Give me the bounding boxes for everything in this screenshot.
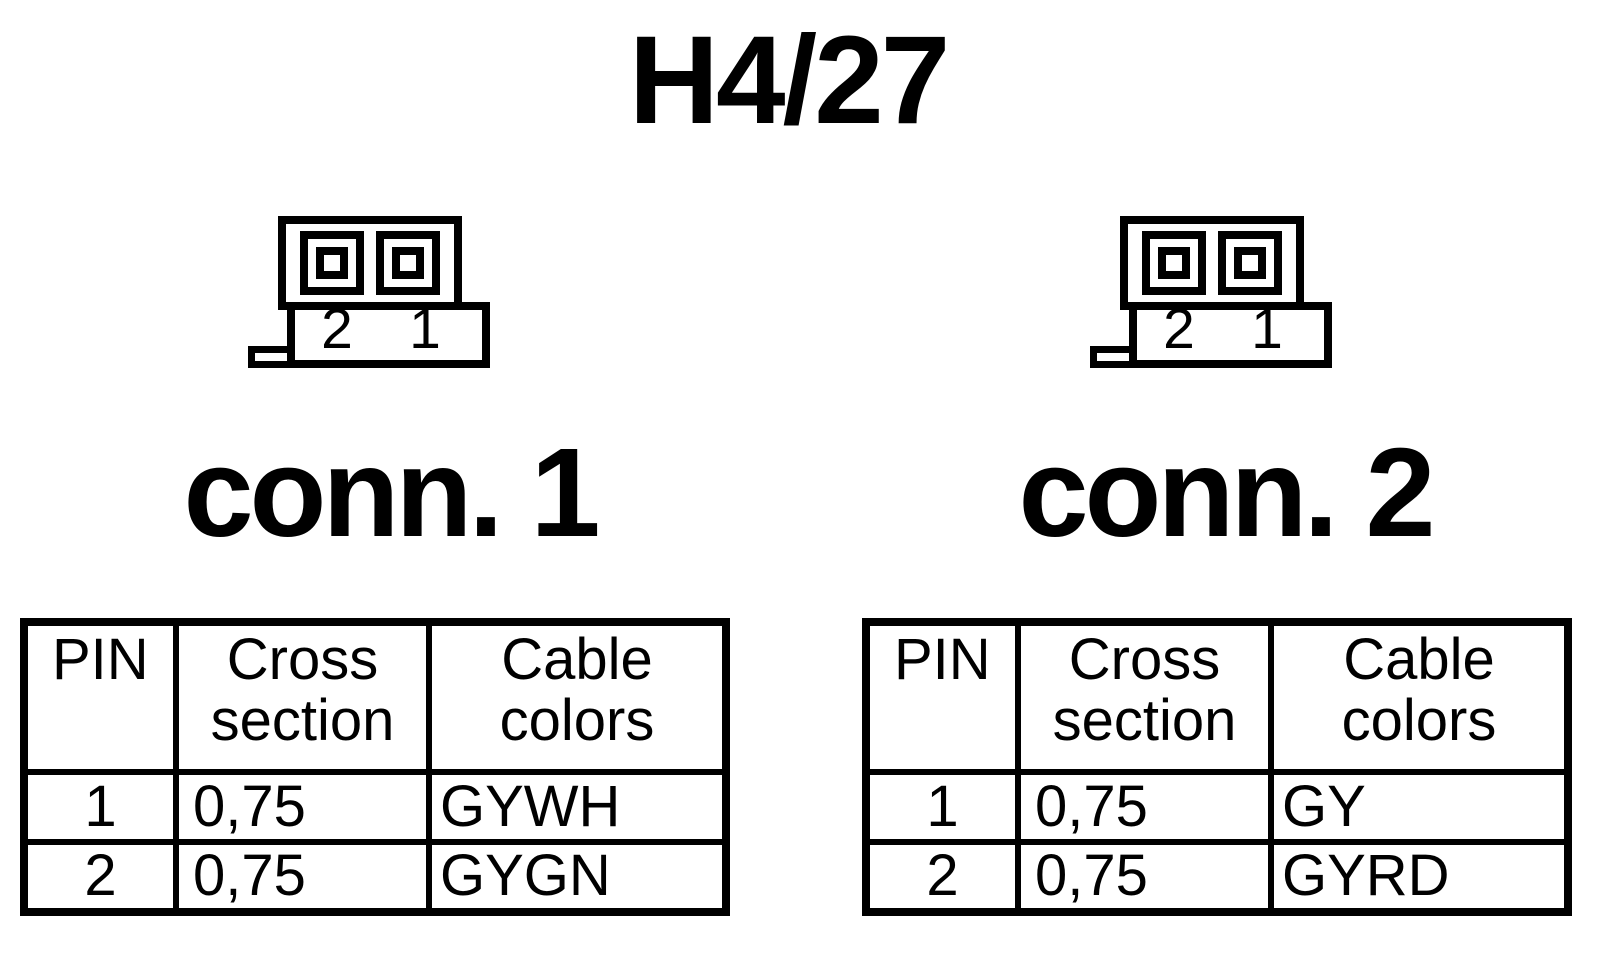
connector-base: 2 1 <box>287 297 490 368</box>
cable-color-cell: GY <box>1268 769 1571 845</box>
pin-1-label: 1 <box>1251 297 1283 361</box>
connector-1-name: conn. 1 <box>183 422 600 563</box>
cross-section-cell: 0,75 <box>173 839 432 915</box>
column-header-cross-section: Cross section <box>1015 619 1274 775</box>
pin-contact-icon <box>1218 231 1282 295</box>
connector-2-name: conn. 2 <box>1018 422 1435 563</box>
table-row: 1 0,75 GYWH <box>21 769 729 845</box>
page-title: H4/27 <box>628 11 951 150</box>
pin-contact-icon <box>1142 231 1206 295</box>
pin-2-label: 2 <box>321 297 353 361</box>
connector-housing <box>278 216 462 310</box>
cross-section-cell: 0,75 <box>1015 769 1274 845</box>
pin-cell: 1 <box>863 769 1021 845</box>
pin-contact-icon <box>376 231 440 295</box>
cross-section-cell: 0,75 <box>173 769 432 845</box>
pin-core-icon <box>392 247 424 279</box>
table-row: 1 0,75 GY <box>863 769 1571 845</box>
pin-cell: 1 <box>21 769 179 845</box>
connector-housing <box>1120 216 1304 310</box>
connector-1-pin-table: PIN Cross section Cable colors 1 0,75 GY… <box>20 618 730 916</box>
cross-section-cell: 0,75 <box>1015 839 1274 915</box>
column-header-pin: PIN <box>21 619 179 775</box>
column-header-pin: PIN <box>863 619 1021 775</box>
connector-base: 2 1 <box>1129 297 1332 368</box>
table-header-row: PIN Cross section Cable colors <box>863 619 1571 775</box>
cable-color-cell: GYRD <box>1268 839 1571 915</box>
pin-contact-icon <box>300 231 364 295</box>
pin-1-label: 1 <box>409 297 441 361</box>
column-header-cross-section: Cross section <box>173 619 432 775</box>
table-row: 2 0,75 GYGN <box>21 839 729 915</box>
connector-1-diagram: 2 1 <box>248 210 490 368</box>
column-header-cable-colors: Cable colors <box>426 619 729 775</box>
pin-core-icon <box>1234 247 1266 279</box>
pin-cell: 2 <box>21 839 179 915</box>
cable-color-cell: GYGN <box>426 839 729 915</box>
pin-core-icon <box>1158 247 1190 279</box>
pin-core-icon <box>316 247 348 279</box>
connector-2-pin-table: PIN Cross section Cable colors 1 0,75 GY… <box>862 618 1572 916</box>
cable-color-cell: GYWH <box>426 769 729 845</box>
column-header-cable-colors: Cable colors <box>1268 619 1571 775</box>
table-row: 2 0,75 GYRD <box>863 839 1571 915</box>
pin-cell: 2 <box>863 839 1021 915</box>
pin-2-label: 2 <box>1163 297 1195 361</box>
table-header-row: PIN Cross section Cable colors <box>21 619 729 775</box>
connector-2-diagram: 2 1 <box>1090 210 1332 368</box>
